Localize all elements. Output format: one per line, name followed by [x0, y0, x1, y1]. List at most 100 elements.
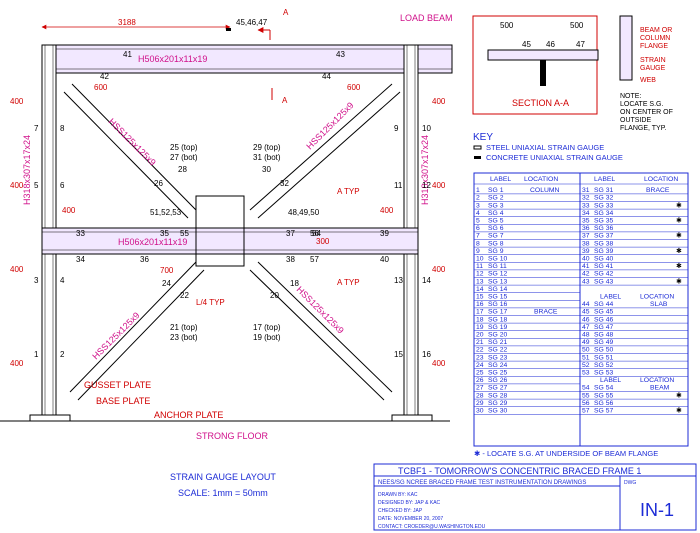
key-left-label: SG 18: [488, 316, 507, 323]
key-right-num: 51: [582, 354, 590, 361]
key-left-num: 9: [476, 248, 480, 255]
key-right-num: 33: [582, 202, 590, 209]
dim-400-r2: 400: [432, 181, 446, 190]
title-date: DATE: NOVEMBER 20, 2007: [378, 516, 443, 522]
key-right-num: 52: [582, 362, 590, 369]
section-mark-2: A: [282, 96, 288, 105]
key-right-num: 57: [582, 408, 590, 415]
gauge-11: 11: [394, 181, 403, 190]
key-left-num: 6: [476, 225, 480, 232]
dim-400-mid-r: 400: [380, 206, 394, 215]
key-beam-label: BEAM: [650, 385, 670, 392]
key-left-label: SG 4: [488, 210, 504, 217]
key-left-num: 19: [476, 324, 484, 331]
dim-400-l2: 400: [10, 181, 24, 190]
note-2: LOCATE S.G.: [620, 101, 663, 108]
gauge-30: 30: [262, 165, 271, 174]
gauge-7: 7: [34, 124, 39, 133]
section-title: SECTION A-A: [512, 98, 569, 108]
key-right-num: 46: [582, 316, 590, 323]
key-right-label: SG 35: [594, 218, 613, 225]
gauge-43: 43: [336, 50, 345, 59]
dim-300: 300: [316, 237, 330, 246]
gauge-39: 39: [380, 229, 389, 238]
key-star: ✱: [676, 407, 682, 415]
key-left-label: SG 10: [488, 256, 507, 263]
key-star: ✱: [676, 262, 682, 270]
ann-ll-top: 21 (top): [170, 323, 198, 332]
title-designed-by: DESIGNED BY: JAP & KAC: [378, 500, 441, 506]
key-right-label: SG 32: [594, 195, 613, 202]
gauge-37: 37: [286, 229, 295, 238]
l4-typ: L/4 TYP: [196, 298, 225, 307]
key-left-num: 3: [476, 202, 480, 209]
key-right-num: 41: [582, 263, 590, 270]
gauge-57: 57: [310, 255, 319, 264]
key-left-num: 18: [476, 316, 484, 323]
key-footnote: ✱ - LOCATE S.G. AT UNDERSIDE OF BEAM FLA…: [474, 449, 658, 458]
key-location-header-beam: LOCATION: [640, 377, 674, 384]
gauge-32: 32: [280, 179, 289, 188]
key-right-label: SG 51: [594, 354, 613, 361]
key-right-label: SG 33: [594, 202, 613, 209]
gauge-1: 1: [34, 350, 39, 359]
strain-gauge-label-1: STRAIN: [640, 57, 666, 64]
key-left-num: 20: [476, 332, 484, 339]
dim-400-r1: 400: [432, 97, 446, 106]
key-star: ✱: [676, 391, 682, 399]
gauge-10: 10: [422, 124, 431, 133]
brace-ur-label: HSS125x125x9: [304, 100, 355, 151]
key-left-num: 2: [476, 195, 480, 202]
key-left-brace-label: BRACE: [534, 309, 558, 316]
gauge-40: 40: [380, 255, 389, 264]
layout-title: STRAIN GAUGE LAYOUT: [170, 472, 276, 482]
center-gusset: [195, 195, 245, 267]
gauge-33: 33: [76, 229, 85, 238]
key-right-label: SG 50: [594, 347, 613, 354]
key-left-label: SG 12: [488, 271, 507, 278]
braced-frame: LOAD BEAM 3188 45,46,47 A H506x201x11x19…: [0, 8, 453, 441]
mid-right-gauges: 48,49,50: [288, 208, 320, 217]
strong-floor-label: STRONG FLOOR: [196, 431, 269, 441]
key-left-label: SG 5: [488, 218, 504, 225]
gauge-34: 34: [76, 255, 85, 264]
key-left-num: 16: [476, 301, 484, 308]
key-star: ✱: [676, 247, 682, 255]
key-right-num: 49: [582, 339, 590, 346]
dim-400-l3: 400: [10, 265, 24, 274]
key-left-label: SG 1: [488, 187, 504, 194]
key-left-num: 26: [476, 377, 484, 384]
brace-ll-label: HSS125x125x9: [90, 310, 141, 361]
key-right-label: SG 46: [594, 316, 613, 323]
flange-label-1: BEAM OR: [640, 27, 672, 34]
key-right-num: 47: [582, 324, 590, 331]
mid-beam-label: H506x201x11x19: [118, 237, 187, 247]
key-left-label: SG 21: [488, 339, 507, 346]
key-right-label: SG 56: [594, 400, 613, 407]
gauge-12: 12: [422, 181, 431, 190]
key-left-label: SG 28: [488, 392, 507, 399]
key-right-num: 32: [582, 195, 590, 202]
mid-left-gauges: 51,52,53: [150, 208, 182, 217]
key-left-label: SG 24: [488, 362, 507, 369]
key-right-num: 56: [582, 400, 590, 407]
key-right-num: 53: [582, 370, 590, 377]
gauge-5: 5: [34, 181, 39, 190]
key-left-label: SG 8: [488, 240, 504, 247]
key-left-label: SG 20: [488, 332, 507, 339]
gauge-13: 13: [394, 276, 403, 285]
dim-400-mid-l: 400: [62, 206, 76, 215]
key-right-num: 55: [582, 392, 590, 399]
key-left-label: SG 3: [488, 202, 504, 209]
strain-gauge-label-2: GAUGE: [640, 65, 666, 72]
gauge-26: 26: [154, 179, 163, 188]
gauge-41: 41: [123, 50, 132, 59]
title-project: TCBF1 - TOMORROW'S CONCENTRIC BRACED FRA…: [398, 466, 641, 476]
key-concrete: CONCRETE UNIAXIAL STRAIN GAUGE: [486, 153, 623, 162]
brace-lr-label: HSS125x125x9: [295, 284, 346, 335]
key-left-num: 11: [476, 263, 483, 270]
ann-ur-bot: 31 (bot): [253, 153, 281, 162]
key-right-label: SG 42: [594, 271, 613, 278]
key-label-header-left: LABEL: [490, 176, 511, 183]
dim-600-right: 600: [347, 83, 361, 92]
